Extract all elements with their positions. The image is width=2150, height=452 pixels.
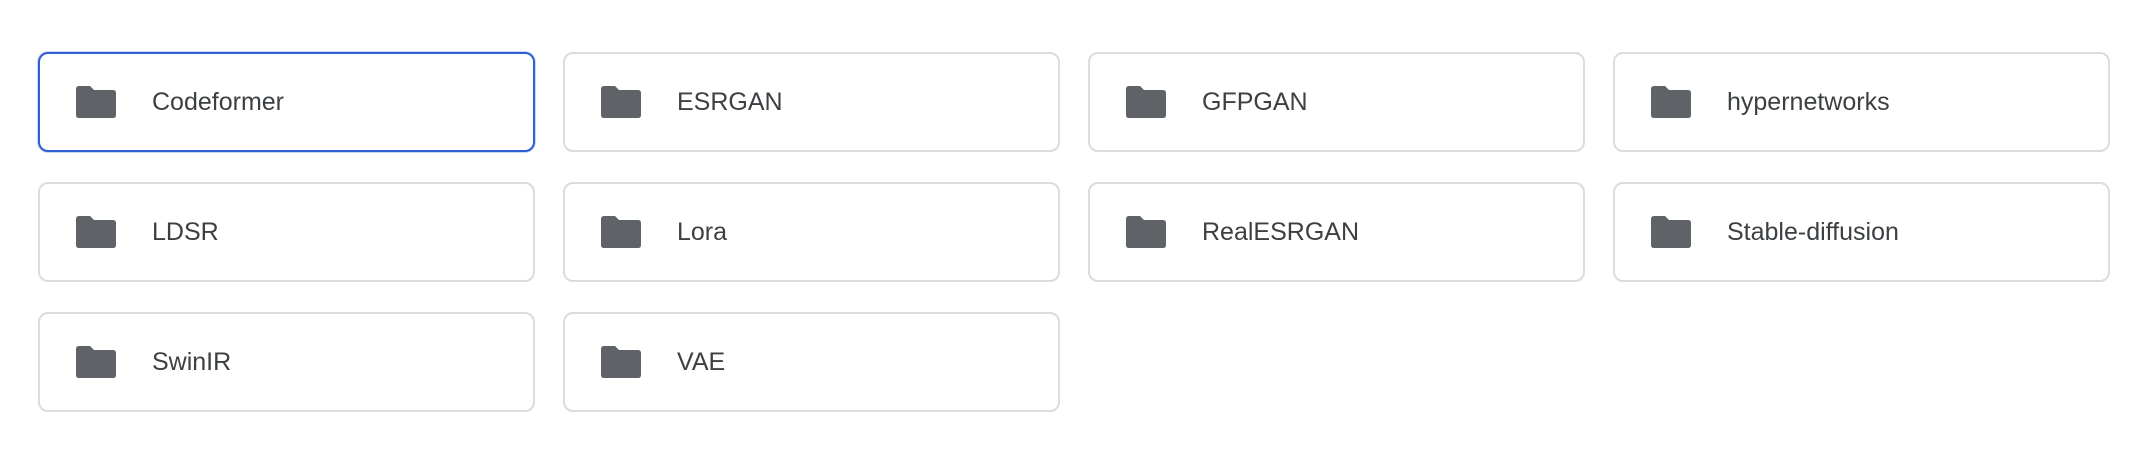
folder-card-vae[interactable]: VAE [563,312,1060,412]
folder-card-codeformer[interactable]: Codeformer [38,52,535,152]
folder-label: Stable-diffusion [1727,217,1899,246]
folder-card-ldsr[interactable]: LDSR [38,182,535,282]
folder-icon [1651,216,1691,248]
folder-icon [1651,86,1691,118]
folder-card-lora[interactable]: Lora [563,182,1060,282]
folder-label: LDSR [152,217,219,246]
folder-icon [76,216,116,248]
folder-card-realesrgan[interactable]: RealESRGAN [1088,182,1585,282]
folder-label: SwinIR [152,347,232,376]
folder-label: Codeformer [152,87,284,116]
folder-label: hypernetworks [1727,87,1890,116]
folder-icon [601,86,641,118]
folder-icon [1126,216,1166,248]
folder-card-gfpgan[interactable]: GFPGAN [1088,52,1585,152]
folder-label: RealESRGAN [1202,217,1359,246]
folder-card-esrgan[interactable]: ESRGAN [563,52,1060,152]
folder-icon [601,346,641,378]
folder-icon [601,216,641,248]
folder-label: VAE [677,347,726,376]
folder-label: Lora [677,217,728,246]
folder-label: GFPGAN [1202,87,1308,116]
folder-icon [76,86,116,118]
folder-grid: Codeformer ESRGAN GFPGAN hypernetworks L… [38,52,2110,412]
folder-icon [1126,86,1166,118]
folder-card-stable-diffusion[interactable]: Stable-diffusion [1613,182,2110,282]
folder-icon [76,346,116,378]
folder-card-swinir[interactable]: SwinIR [38,312,535,412]
folder-label: ESRGAN [677,87,783,116]
folder-card-hypernetworks[interactable]: hypernetworks [1613,52,2110,152]
